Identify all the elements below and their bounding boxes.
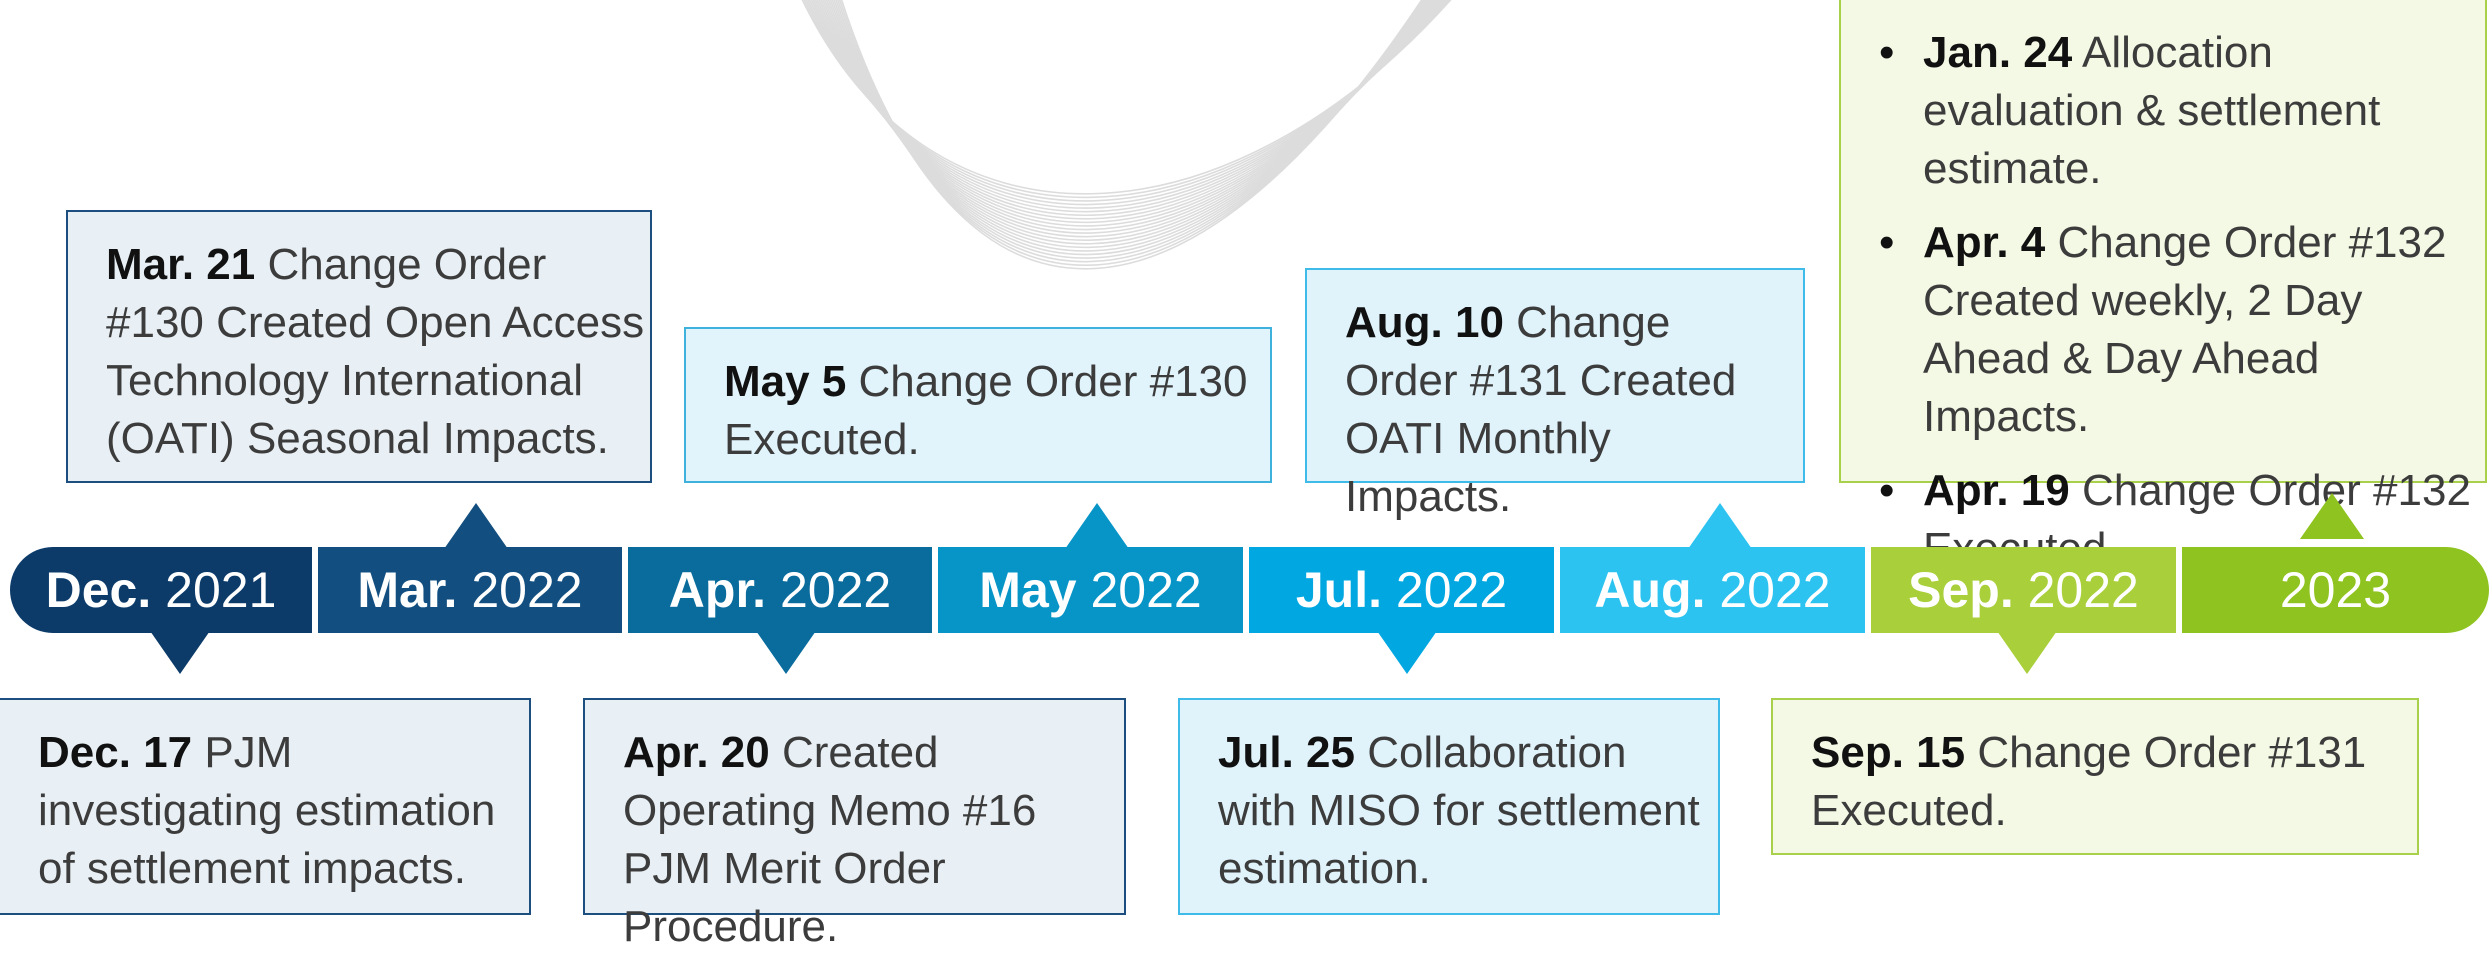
pointer-jul-25 <box>1375 628 1439 674</box>
event-card-aug-10: Aug. 10 Change Order #131 Created OATI M… <box>1305 268 1805 521</box>
event-card-dec-17: Dec. 17 PJM investigating estimation of … <box>0 698 531 915</box>
event-text: Mar. 21 Change Order #130 Created Open A… <box>106 240 645 463</box>
timeline-segment-mar-2022: Mar. 2022 <box>318 547 622 633</box>
event-text: Sep. 15 Change Order #131 Executed. <box>1811 728 2367 835</box>
pointer-2023 <box>2300 493 2364 539</box>
event-text: Aug. 10 Change Order #131 Created OATI M… <box>1345 298 1737 521</box>
event-text: Jul. 25 Collaboration with MISO for sett… <box>1218 728 1700 893</box>
event-card-may-5: May 5 Change Order #130 Executed. <box>684 327 1272 483</box>
timeline-segment-sep-2022: Sep. 2022 <box>1871 547 2176 633</box>
event-text: Dec. 17 PJM investigating estimation of … <box>38 728 496 893</box>
list-item: Apr. 4 Change Order #132 Created weekly,… <box>1877 214 2485 446</box>
event-card-2023: Jan. 24 Allocation evaluation & settleme… <box>1839 0 2487 573</box>
pointer-apr-20 <box>754 628 818 674</box>
pointer-sep-15 <box>1995 628 2059 674</box>
pointer-dec-17 <box>148 628 212 674</box>
pointer-mar-21 <box>444 503 508 549</box>
timeline-segment-aug-2022: Aug. 2022 <box>1560 547 1865 633</box>
event-text: Apr. 20 Created Operating Memo #16 PJM M… <box>623 728 1037 951</box>
timeline-segment-2023: 2023 <box>2182 547 2489 633</box>
event-card-jul-25: Jul. 25 Collaboration with MISO for sett… <box>1178 698 1720 915</box>
timeline-segment-dec-2021: Dec. 2021 <box>10 547 312 633</box>
pointer-may-5 <box>1065 503 1129 549</box>
list-item: Jan. 24 Allocation evaluation & settleme… <box>1877 24 2485 198</box>
event-card-apr-20: Apr. 20 Created Operating Memo #16 PJM M… <box>583 698 1126 951</box>
event-list-2023: Jan. 24 Allocation evaluation & settleme… <box>1877 24 2485 578</box>
timeline-segment-apr-2022: Apr. 2022 <box>628 547 932 633</box>
decorative-line-fan <box>801 0 1452 270</box>
timeline-segment-jul-2022: Jul. 2022 <box>1249 547 1554 633</box>
event-card-mar-21: Mar. 21 Change Order #130 Created Open A… <box>66 210 652 483</box>
event-text: May 5 Change Order #130 Executed. <box>724 357 1248 464</box>
timeline-segment-may-2022: May 2022 <box>938 547 1243 633</box>
pointer-aug-10 <box>1688 503 1752 549</box>
event-card-sep-15: Sep. 15 Change Order #131 Executed. <box>1771 698 2419 855</box>
